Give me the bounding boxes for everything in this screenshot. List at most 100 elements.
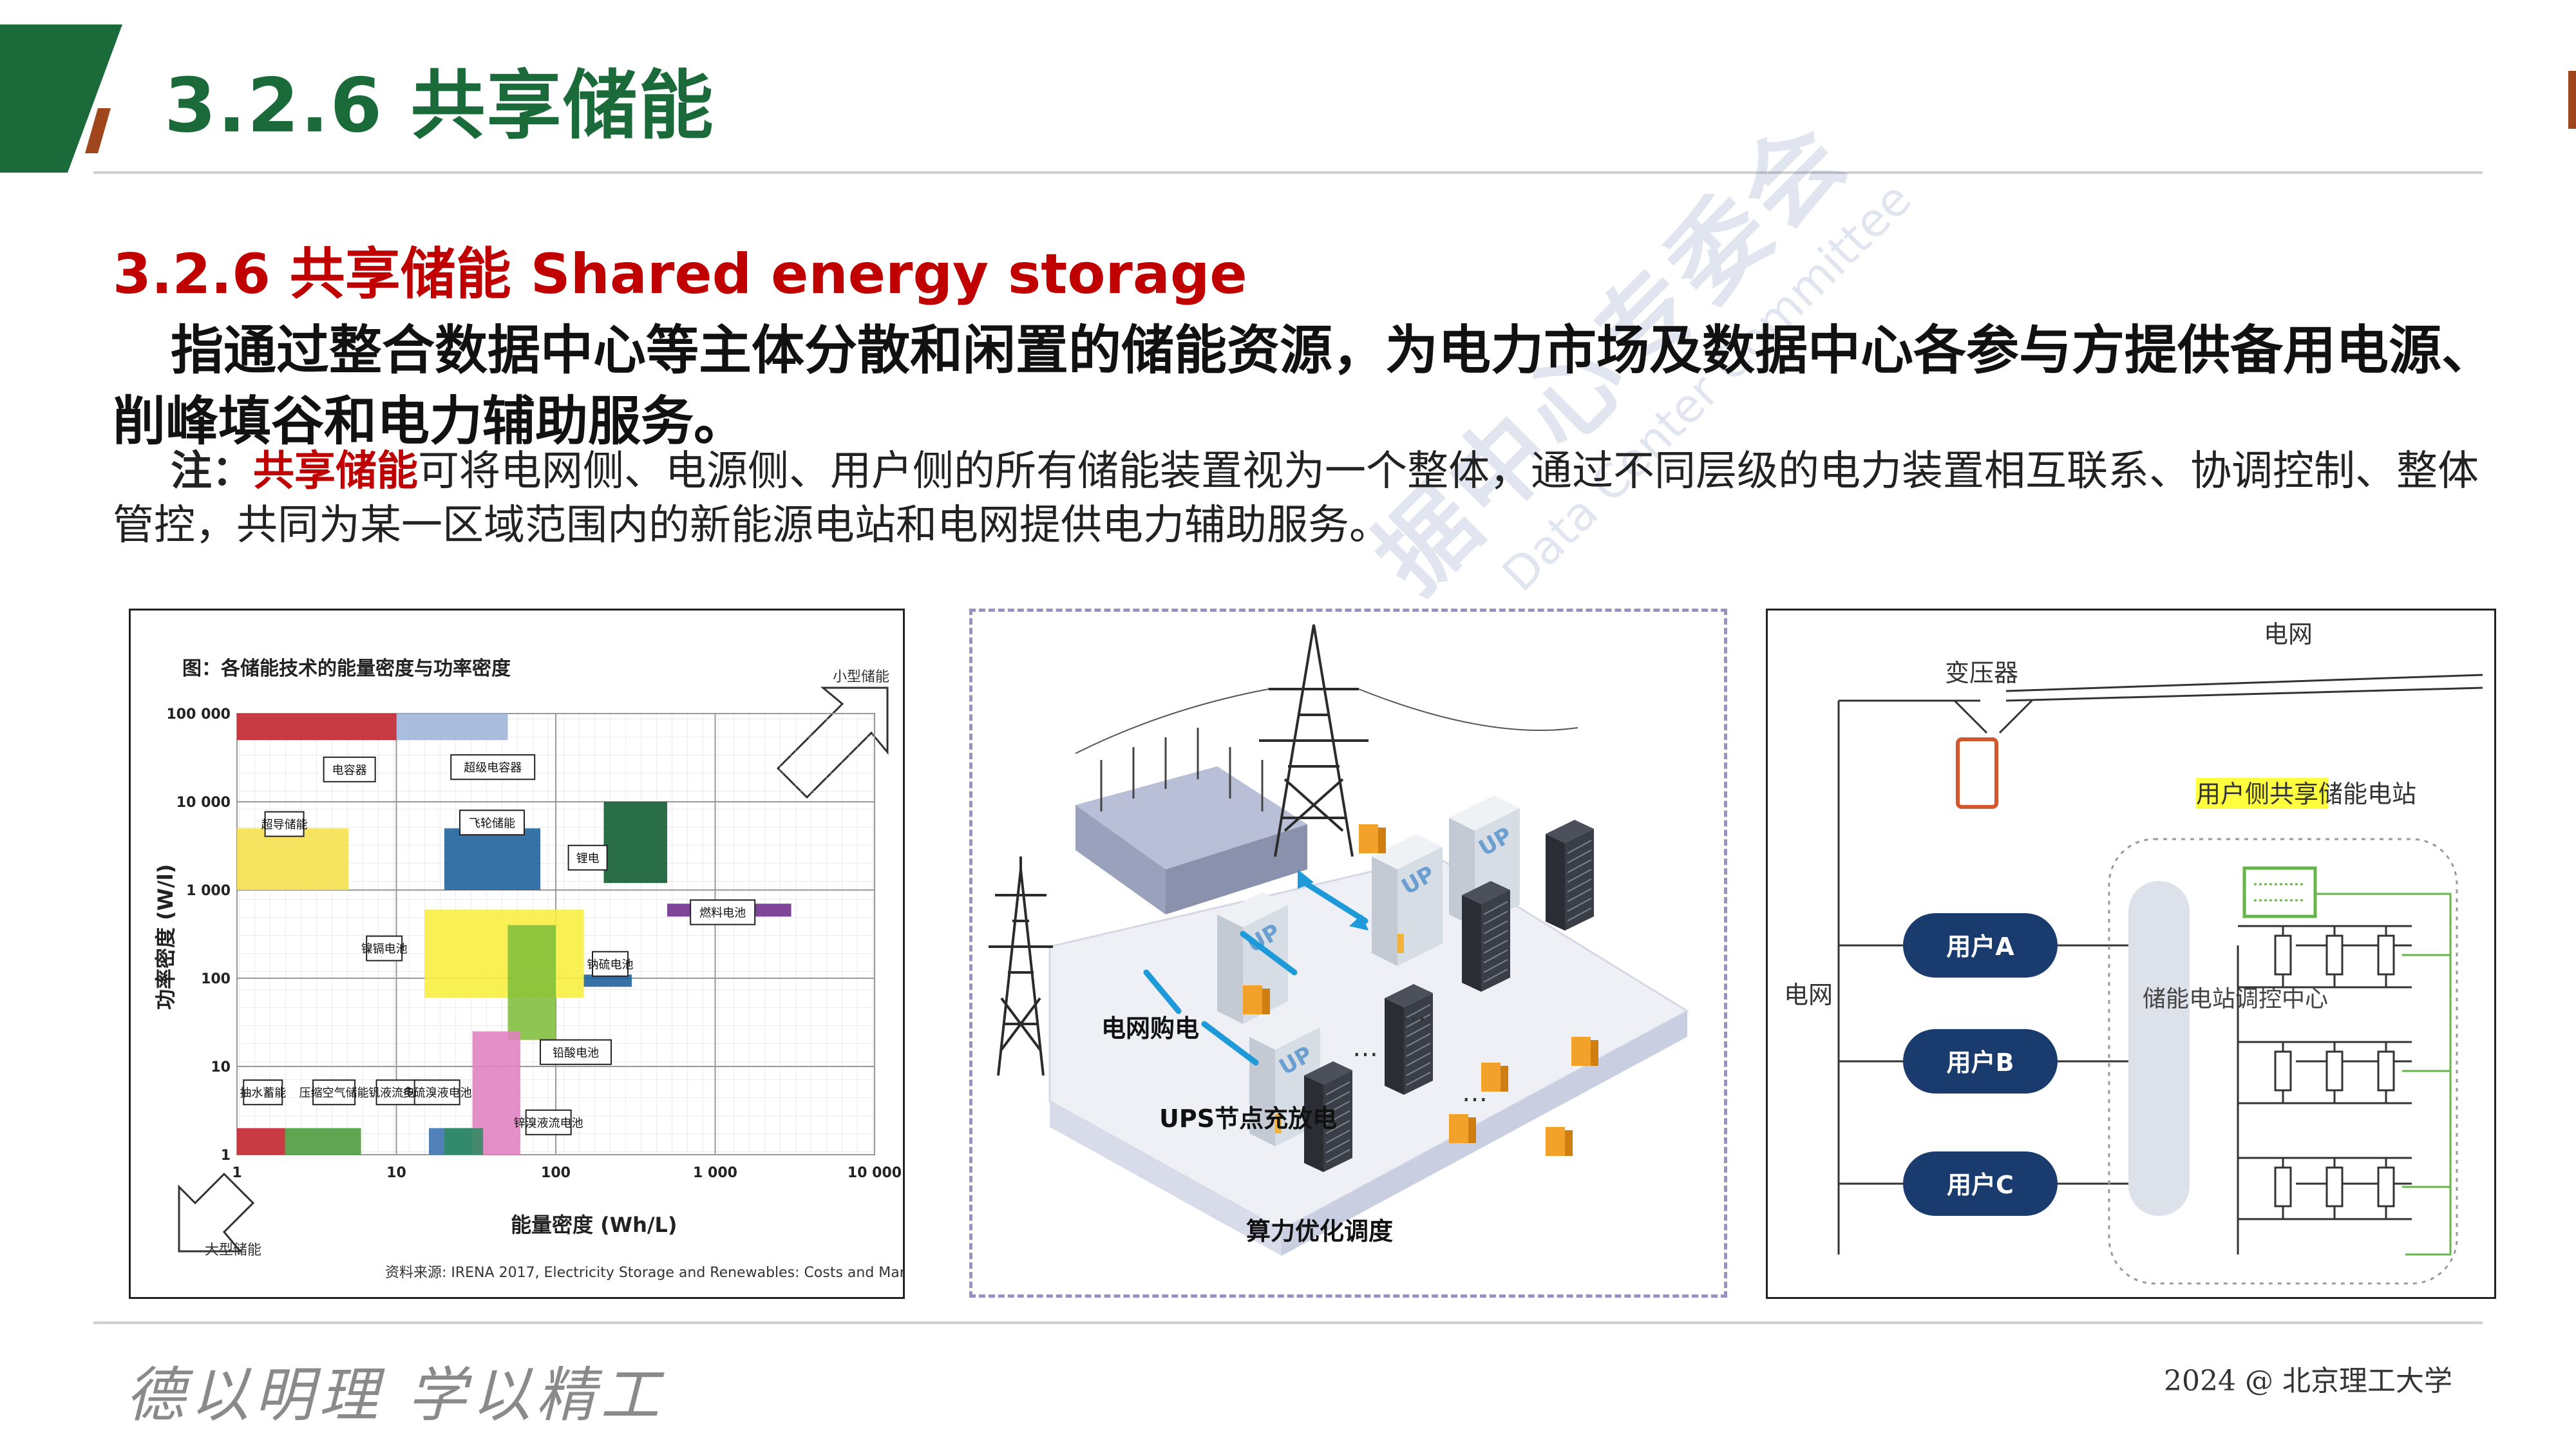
callout-caes: 压缩空气储能 [299, 1079, 369, 1106]
server-rack [1304, 1061, 1352, 1172]
server-rack [1385, 984, 1433, 1095]
y-tick-label: 100 000 [166, 706, 231, 723]
dots-1: … [1352, 1033, 1378, 1063]
station-boundary [2108, 838, 2458, 1285]
region-supercap [396, 714, 508, 741]
tower-left [989, 857, 1053, 1076]
charger-unit [1481, 1063, 1508, 1092]
user-a: 用户A [1903, 913, 2058, 978]
user-c: 用户C [1903, 1151, 2058, 1216]
section-subtitle: 3.2.6 共享储能 Shared energy storage [113, 242, 1247, 307]
x-tick-label: 1 000 [693, 1165, 737, 1181]
topology-panel: 电网 变压器 用户侧共享储能电站 电网 用户A 用户B [1766, 609, 2496, 1299]
svg-text:锂电: 锂电 [576, 852, 600, 866]
battery-icon [2325, 1050, 2344, 1092]
note-prefix: 注： [171, 448, 253, 495]
y-axis-label: 功率密度 (W/l) [153, 864, 178, 1010]
region-nicd [424, 909, 584, 998]
grid-top-label: 电网 [2264, 620, 2313, 649]
svg-text:抽水蓄能: 抽水蓄能 [240, 1086, 286, 1100]
compute-label: 算力优化调度 [1246, 1217, 1393, 1245]
callout-polysulfide: 多硫溴液电池 [402, 1079, 472, 1106]
region-lithium [603, 802, 667, 884]
battery-icon [2325, 934, 2344, 976]
battery-icon [2377, 934, 2395, 976]
substation [1075, 728, 1307, 914]
svg-text:压缩空气储能: 压缩空气储能 [299, 1086, 369, 1100]
corner-small-label: 小型储能 [833, 669, 889, 685]
svg-text:用户C: 用户C [1947, 1171, 2014, 1199]
region-polysulfide [444, 1128, 484, 1155]
battery-array [2237, 893, 2452, 1256]
y-tick-label: 100 [201, 971, 231, 987]
callout-nicd: 镍镉电池 [361, 935, 408, 961]
charger-unit [1359, 824, 1386, 853]
svg-text:超级电容器: 超级电容器 [464, 761, 522, 775]
svg-text:用户A: 用户A [1946, 933, 2014, 961]
charger-unit [1546, 1127, 1573, 1156]
tech-regions [237, 714, 791, 1155]
ups-cabinet: UP [1372, 834, 1443, 966]
callout-fuelcell: 燃料电池 [690, 899, 756, 925]
region-nas [583, 974, 632, 987]
server-rack [1462, 881, 1510, 992]
battery-icon [2274, 1166, 2292, 1208]
header-band [0, 24, 122, 173]
region-flywheel [444, 828, 541, 890]
svg-text:钠硫电池: 钠硫电池 [587, 958, 634, 972]
svg-text:多硫溴液电池: 多硫溴液电池 [402, 1086, 472, 1100]
transformer-label: 变压器 [1945, 659, 2018, 687]
definition-text: 指通过整合数据中心等主体分散和闲置的储能资源，为电力市场及数据中心各参与方提供备… [113, 320, 2495, 452]
grid-purchase-label: 电网购电 [1101, 1014, 1199, 1043]
tower-top [1075, 624, 1578, 857]
svg-text:镍镉电池: 镍镉电池 [361, 943, 408, 956]
chart-title: 图：各储能技术的能量密度与功率密度 [182, 658, 511, 680]
svg-text:飞轮储能: 飞轮储能 [469, 817, 515, 830]
callout-capacitor: 电容器 [323, 756, 376, 782]
footer-copyright: 2024 @ 北京理工大学 [2164, 1365, 2452, 1397]
dots-2: … [1462, 1078, 1488, 1108]
y-tick-label: 10 000 [176, 795, 231, 811]
callout-znbr: 锌溴液流电池 [514, 1109, 583, 1135]
charger-unit [1243, 985, 1270, 1014]
svg-text:超导储能: 超导储能 [261, 819, 308, 832]
x-tick-label: 1 [232, 1165, 242, 1181]
topology-diagram: 电网 变压器 用户侧共享储能电站 电网 用户A 用户B [1784, 620, 2483, 1285]
footer-motto: 德以明理 学以精工 [126, 1361, 665, 1430]
chart-source: 资料来源: IRENA 2017, Electricity Storage an… [385, 1265, 903, 1281]
note-body: 可将电网侧、电源侧、用户侧的所有储能装置视为一个整体，通过不同层级的电力装置相互… [113, 448, 2479, 549]
callout-leadacid: 铅酸电池 [540, 1039, 612, 1065]
x-tick-label: 100 [541, 1165, 571, 1181]
header-right-tab [2568, 71, 2576, 129]
callout-supercap: 超级电容器 [450, 754, 536, 781]
grid-left-label: 电网 [1784, 981, 1833, 1009]
header-divider [93, 171, 2483, 174]
server-rack [1546, 820, 1594, 931]
callout-pumped: 抽水蓄能 [240, 1079, 286, 1106]
svg-text:钒液流电池: 钒液流电池 [368, 1086, 426, 1100]
battery-icon [2274, 1050, 2292, 1092]
region-pumped [237, 1128, 285, 1155]
ups-label: UPS节点充放电 [1159, 1104, 1337, 1133]
y-tick-label: 1 000 [186, 883, 231, 899]
corner-large-label: 大型储能 [205, 1242, 261, 1258]
callout-superconduct: 超导储能 [261, 811, 308, 837]
arrow-large-icon [178, 1172, 255, 1253]
x-tick-label: 10 000 [848, 1165, 902, 1181]
transformer-icon [1956, 737, 1998, 809]
x-axis-label: 能量密度 (Wh/L) [511, 1213, 677, 1237]
callout-nas: 钠硫电池 [587, 951, 634, 977]
station-title-highlight [2196, 778, 2328, 809]
density-chart: 图：各储能技术的能量密度与功率密度 小型储能 大型储能 100 000 10 00… [153, 658, 994, 1281]
user-b: 用户B [1903, 1029, 2058, 1094]
svg-text:用户B: 用户B [1947, 1048, 2014, 1077]
svg-text:电容器: 电容器 [332, 764, 367, 777]
footer-divider [93, 1321, 2483, 1324]
battery-icon [2377, 1166, 2395, 1208]
power-flow-arrows [1143, 879, 1368, 1066]
y-tick-label: 1 [221, 1148, 231, 1164]
region-superconduct [237, 828, 348, 890]
